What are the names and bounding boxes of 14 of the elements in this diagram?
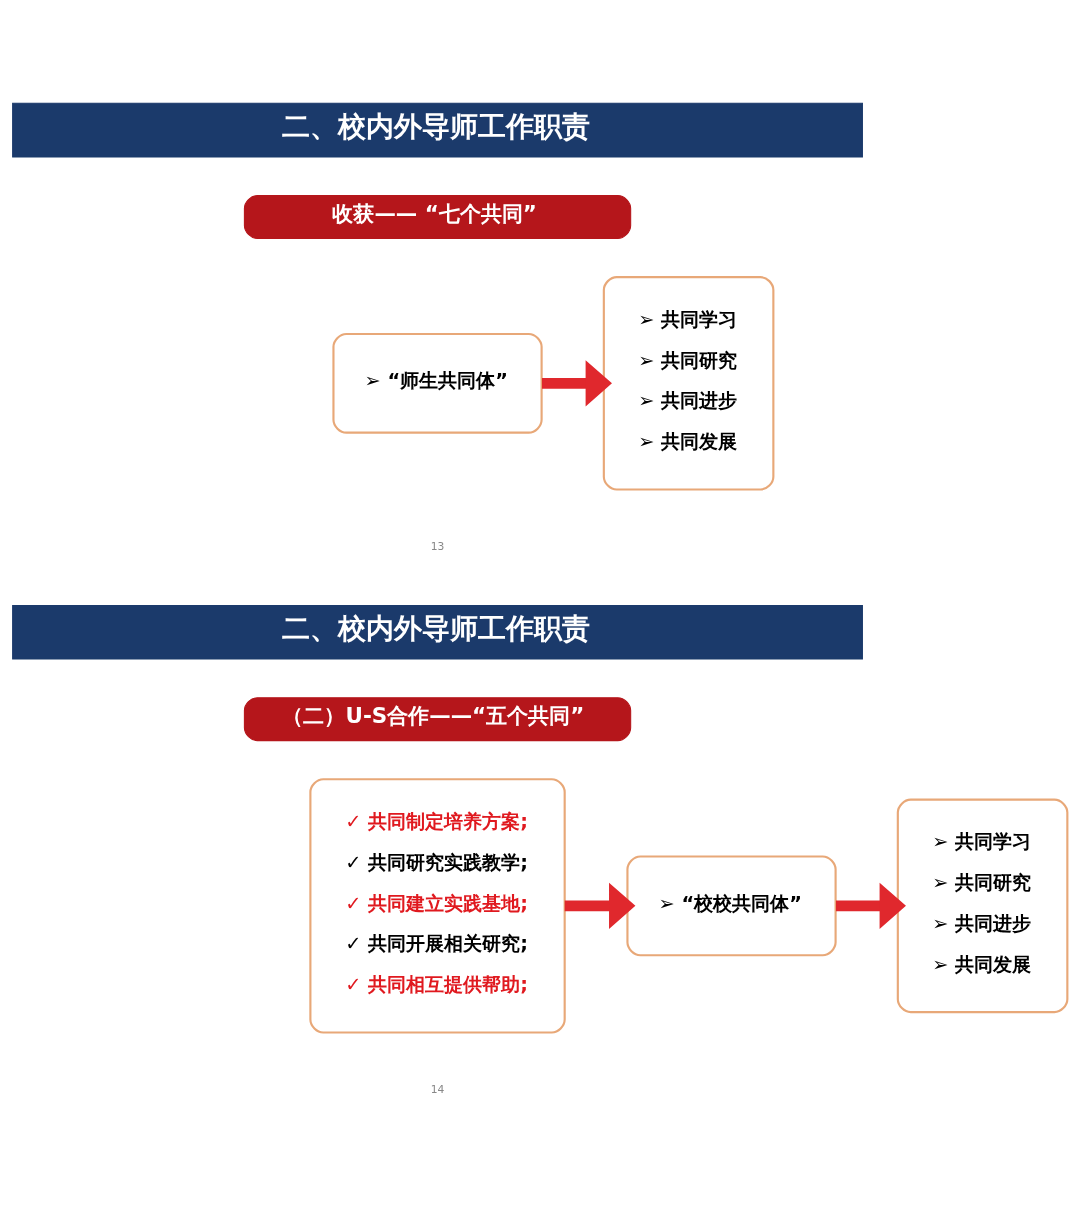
node-box: 二、校内外导师工作职责 xyxy=(12,102,863,157)
node-box: （二）U-S合作——“五个共同” xyxy=(243,696,632,741)
arrow xyxy=(542,359,612,406)
arrow xyxy=(564,882,636,929)
node-box: ➢ 共同学习 ➢ 共同研究 ➢ 共同进步 ➢ 共同发展 xyxy=(602,275,775,491)
node-box: ➢ “校校共同体” xyxy=(626,854,837,956)
node-box: ✓ 共同制定培养方案; ✓ 共同研究实践教学; ✓ 共同建立实践基地; ✓ 共同开展相关研究; ✓ 共同相互提供帮助; xyxy=(309,777,566,1034)
node-box: ➢ “师生共同体” xyxy=(332,332,543,434)
node-box: ➢ 共同学习 ➢ 共同研究 ➢ 共同进步 ➢ 共同发展 xyxy=(896,798,1069,1013)
arrow xyxy=(835,882,906,929)
label: 14 xyxy=(430,1082,445,1096)
node-box: 收获—— “七个共同” xyxy=(243,194,632,239)
node-box: 二、校内外导师工作职责 xyxy=(12,604,863,660)
label: 13 xyxy=(430,539,445,553)
